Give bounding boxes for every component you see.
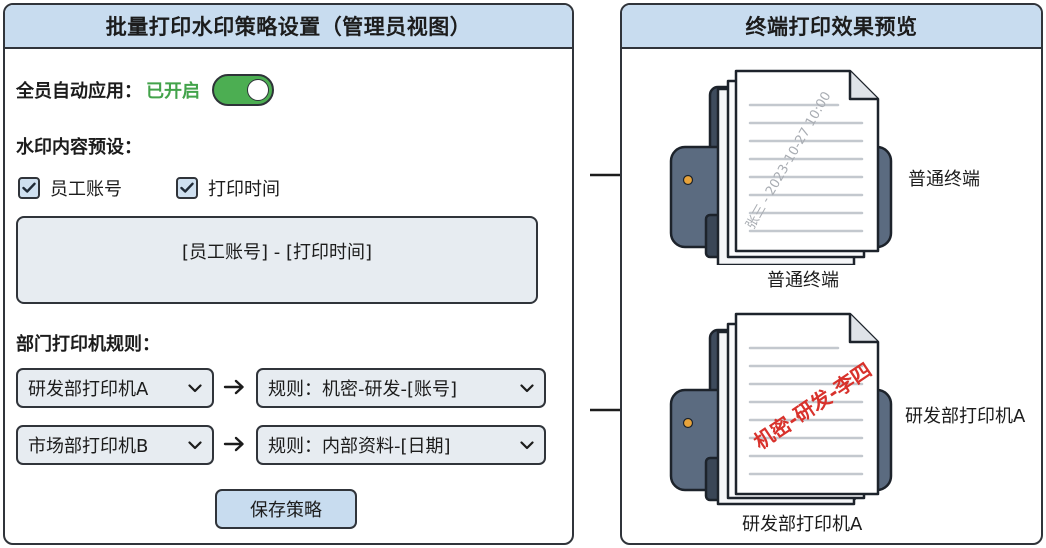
watermark-text-red: 机密-研发-李四 xyxy=(749,358,876,454)
chevron-down-icon xyxy=(188,379,202,397)
printer-select-a[interactable]: 研发部打印机A xyxy=(16,368,214,408)
watermark-preview-text: [员工账号] - [打印时间] xyxy=(181,242,373,263)
auto-apply-toggle[interactable] xyxy=(212,74,274,106)
rule-select-b[interactable]: 规则：内部资料-[日期] xyxy=(256,425,546,465)
checkbox-label: 员工账号 xyxy=(50,179,122,200)
checkbox-employee-account[interactable]: 员工账号 xyxy=(18,175,122,201)
printer-icon xyxy=(669,69,893,265)
terminal-side-label: 普通终端 xyxy=(908,169,980,190)
watermark-text-gray: 张三 - 2023-10-27 10:00 xyxy=(743,92,834,232)
preset-label: 水印内容预设： xyxy=(16,137,142,158)
panel-title: 终端打印效果预览 xyxy=(622,5,1041,49)
checkbox-checked-icon xyxy=(176,177,198,199)
chevron-down-icon xyxy=(520,436,534,454)
arrow-right-icon xyxy=(223,376,245,400)
chevron-down-icon xyxy=(520,379,534,397)
terminal-below-label: 研发部打印机A xyxy=(742,514,863,535)
select-value: 市场部打印机B xyxy=(28,436,149,457)
rule-select-a[interactable]: 规则：机密-研发-[账号] xyxy=(256,368,546,408)
auto-apply-status: 已开启 xyxy=(146,81,200,102)
arrow-right-icon xyxy=(223,433,245,457)
save-policy-button[interactable]: 保存策略 xyxy=(215,489,357,529)
terminal-below-label: 普通终端 xyxy=(767,270,839,291)
printer-icon xyxy=(669,312,893,506)
checkbox-label: 打印时间 xyxy=(208,179,280,200)
watermark-overlay-red: 机密-研发-李四 xyxy=(749,358,876,454)
toggle-knob xyxy=(247,79,269,101)
auto-apply-row: 全员自动应用： 已开启 xyxy=(16,74,274,106)
terminal-side-label: 研发部打印机A xyxy=(905,406,1026,427)
auto-apply-label: 全员自动应用： xyxy=(16,81,142,102)
watermark-preview-field[interactable]: [员工账号] - [打印时间] xyxy=(16,216,538,304)
printer-select-b[interactable]: 市场部打印机B xyxy=(16,425,214,465)
chevron-down-icon xyxy=(188,436,202,454)
checkbox-checked-icon xyxy=(18,177,40,199)
checkbox-print-time[interactable]: 打印时间 xyxy=(176,175,280,201)
select-value: 规则：机密-研发-[账号] xyxy=(268,379,458,400)
select-value: 研发部打印机A xyxy=(28,379,149,400)
printer-rules-label: 部门打印机规则： xyxy=(16,334,160,355)
panel-title: 批量打印水印策略设置（管理员视图） xyxy=(5,5,572,49)
watermark-overlay-gray: 张三 - 2023-10-27 10:00 xyxy=(743,92,834,232)
select-value: 规则：内部资料-[日期] xyxy=(268,436,451,457)
